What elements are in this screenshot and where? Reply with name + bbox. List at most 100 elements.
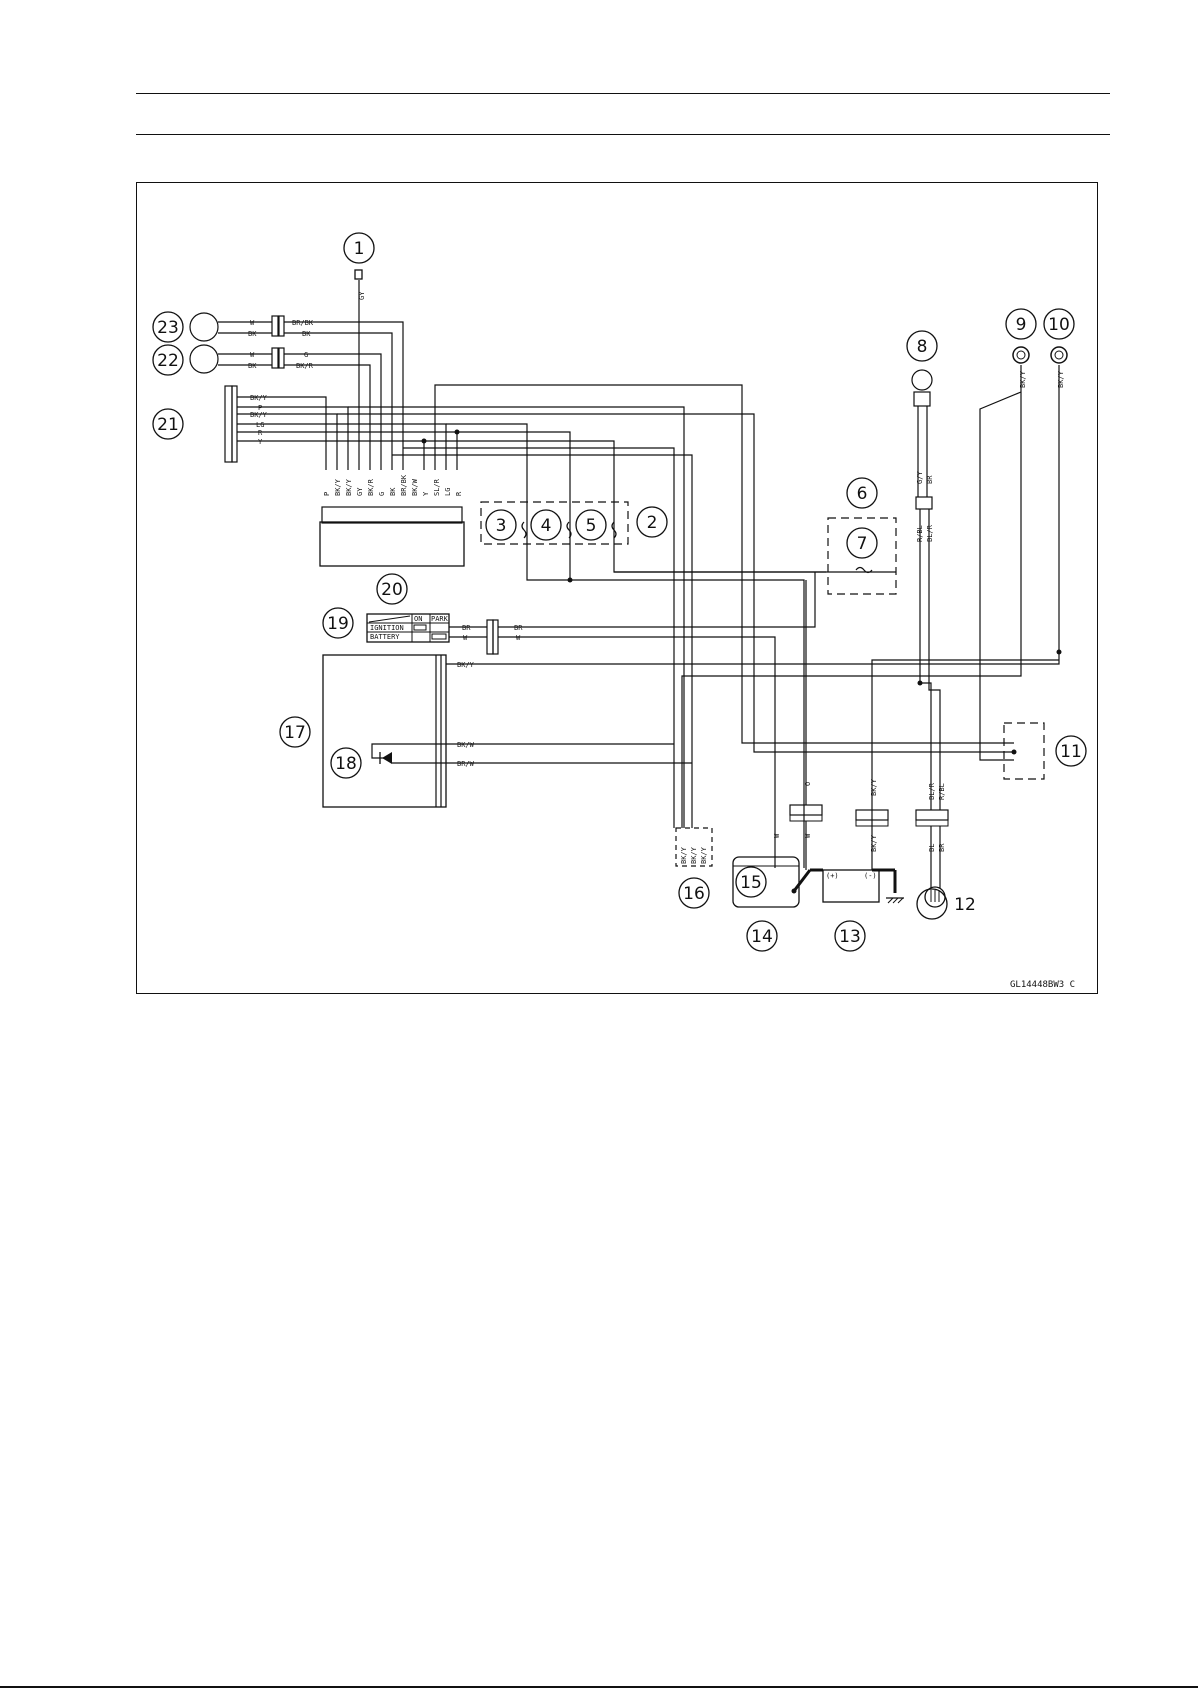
pin-label: BK/Y (700, 846, 708, 864)
label-c22-bl: BK (248, 362, 257, 370)
callout-23: 23 (152, 311, 184, 343)
c20-pin-labels: P BK/Y BK/Y GY BK/R G BK BR/BK BK/W Y SL… (323, 474, 463, 496)
svg-text:20: 20 (381, 580, 403, 600)
c16-pin-labels: BK/Y BK/Y BK/Y (680, 846, 708, 864)
label-c-bky-bot: BK/Y (870, 834, 878, 852)
relay-box-6 (827, 517, 897, 595)
label-c17-top: BK/Y (457, 661, 475, 669)
label-c8-left: G/Y (916, 471, 924, 484)
connector-23-b (278, 315, 285, 337)
label-c23-br: BK (302, 330, 311, 338)
label-c6-left: R/BL (916, 525, 924, 542)
speaker-22 (189, 344, 219, 374)
label-c-o: O (804, 782, 812, 786)
connector-22-b (278, 347, 285, 369)
label-c23-bl: BK (248, 330, 257, 338)
label-c21-3: BK/Y (250, 411, 268, 419)
callout-11: 11 (1055, 735, 1087, 767)
label-c19-w-right: W (516, 634, 521, 642)
label-c17-bkw: BK/W (457, 741, 475, 749)
switch-header-on: ON (414, 615, 422, 623)
svg-text:8: 8 (917, 337, 928, 357)
pin-label: BK/Y (690, 846, 698, 864)
header-rule-bottom (136, 134, 1110, 135)
footer-rule (0, 1686, 1198, 1688)
connector-16 (675, 827, 713, 867)
label-c22-tr: G (304, 351, 308, 359)
pin-label: R (455, 491, 463, 496)
callout-18: 18 (330, 747, 362, 779)
label-c21-4: LG (256, 421, 264, 429)
pin-label: BK/Y (334, 478, 342, 496)
speaker-23 (189, 312, 219, 342)
label-c19-br-left: BR (462, 624, 471, 632)
pin-label: Y (422, 491, 430, 496)
header-rule-top (136, 93, 1110, 94)
callout-9: 9 (1005, 308, 1037, 340)
pin-label: P (323, 492, 331, 496)
callout-7: 7 (846, 527, 878, 559)
svg-text:16: 16 (683, 884, 705, 904)
label-c-bky-top: BK/Y (870, 778, 878, 796)
svg-text:3: 3 (496, 516, 507, 536)
svg-text:19: 19 (327, 614, 349, 634)
label-c8-right: BR (926, 475, 934, 484)
svg-text:23: 23 (157, 318, 179, 338)
junction-dots (421, 429, 1062, 894)
bulb-8-base (913, 391, 931, 407)
svg-text:5: 5 (586, 516, 597, 536)
switch-19 (366, 613, 450, 643)
connector-21-b (231, 385, 238, 463)
battery-13 (822, 869, 880, 903)
svg-text:15: 15 (740, 873, 762, 893)
callout-15: 15 (735, 866, 767, 898)
connector-8 (915, 496, 933, 510)
pin-label: BK/R (367, 478, 375, 496)
callout-16: 16 (678, 877, 710, 909)
connector-o (789, 804, 823, 816)
svg-text:1: 1 (354, 239, 365, 259)
pin-label: BK/Y (680, 846, 688, 864)
callout-4: 4 (530, 509, 562, 541)
label-c12-bot-l: BL (928, 844, 936, 852)
label-c21-2: P (258, 404, 262, 412)
svg-text:21: 21 (157, 415, 179, 435)
pin-label: G (378, 492, 386, 496)
callout-6: 6 (846, 477, 878, 509)
figure-code: GL14448BW3 C (1010, 980, 1075, 990)
connector-22 (271, 347, 279, 369)
label-c19-br-right: BR (514, 624, 523, 632)
pin-label: BK/W (411, 478, 419, 496)
callout-2: 2 (636, 506, 668, 538)
callout-14: 14 (746, 920, 778, 952)
switch-header-park: PARK (431, 615, 449, 623)
unit-17 (322, 654, 447, 808)
pin-label: GY (356, 487, 364, 496)
callout-22: 22 (152, 344, 184, 376)
wiring-diagram: GY W BK BR/BK BK W BK G BK/R BK/Y P BK/Y… (152, 232, 1087, 990)
svg-text:4: 4 (541, 516, 552, 536)
callout-19: 19 (322, 607, 354, 639)
label-c21-5: R (258, 429, 263, 437)
fuse-symbols (521, 521, 873, 574)
fuse-box-2 (480, 501, 629, 545)
callouts: 1 2 3 4 5 6 7 8 9 10 11 12 13 14 15 16 1… (152, 232, 1087, 952)
callout-8: 8 (906, 330, 938, 362)
label-batt-plus: (+) (826, 872, 839, 880)
label-c23-tl: W (250, 319, 255, 327)
label-c19-w-left: W (463, 634, 468, 642)
svg-text:10: 10 (1048, 315, 1070, 335)
label-c12-bot-r: BR (938, 843, 946, 852)
connector-12 (915, 809, 949, 821)
label-c17-brw: BR/W (457, 760, 475, 768)
lamp-9-inner (1016, 350, 1026, 360)
connector-23 (271, 315, 279, 337)
label-c12-top-l: BL/R (928, 782, 936, 800)
svg-text:7: 7 (857, 534, 868, 554)
callout-10: 10 (1043, 308, 1075, 340)
svg-text:17: 17 (284, 723, 306, 743)
diagram-frame (136, 182, 1098, 994)
svg-text:18: 18 (335, 754, 357, 774)
callout-20: 20 (376, 573, 408, 605)
pin-label: BK/Y (345, 478, 353, 496)
